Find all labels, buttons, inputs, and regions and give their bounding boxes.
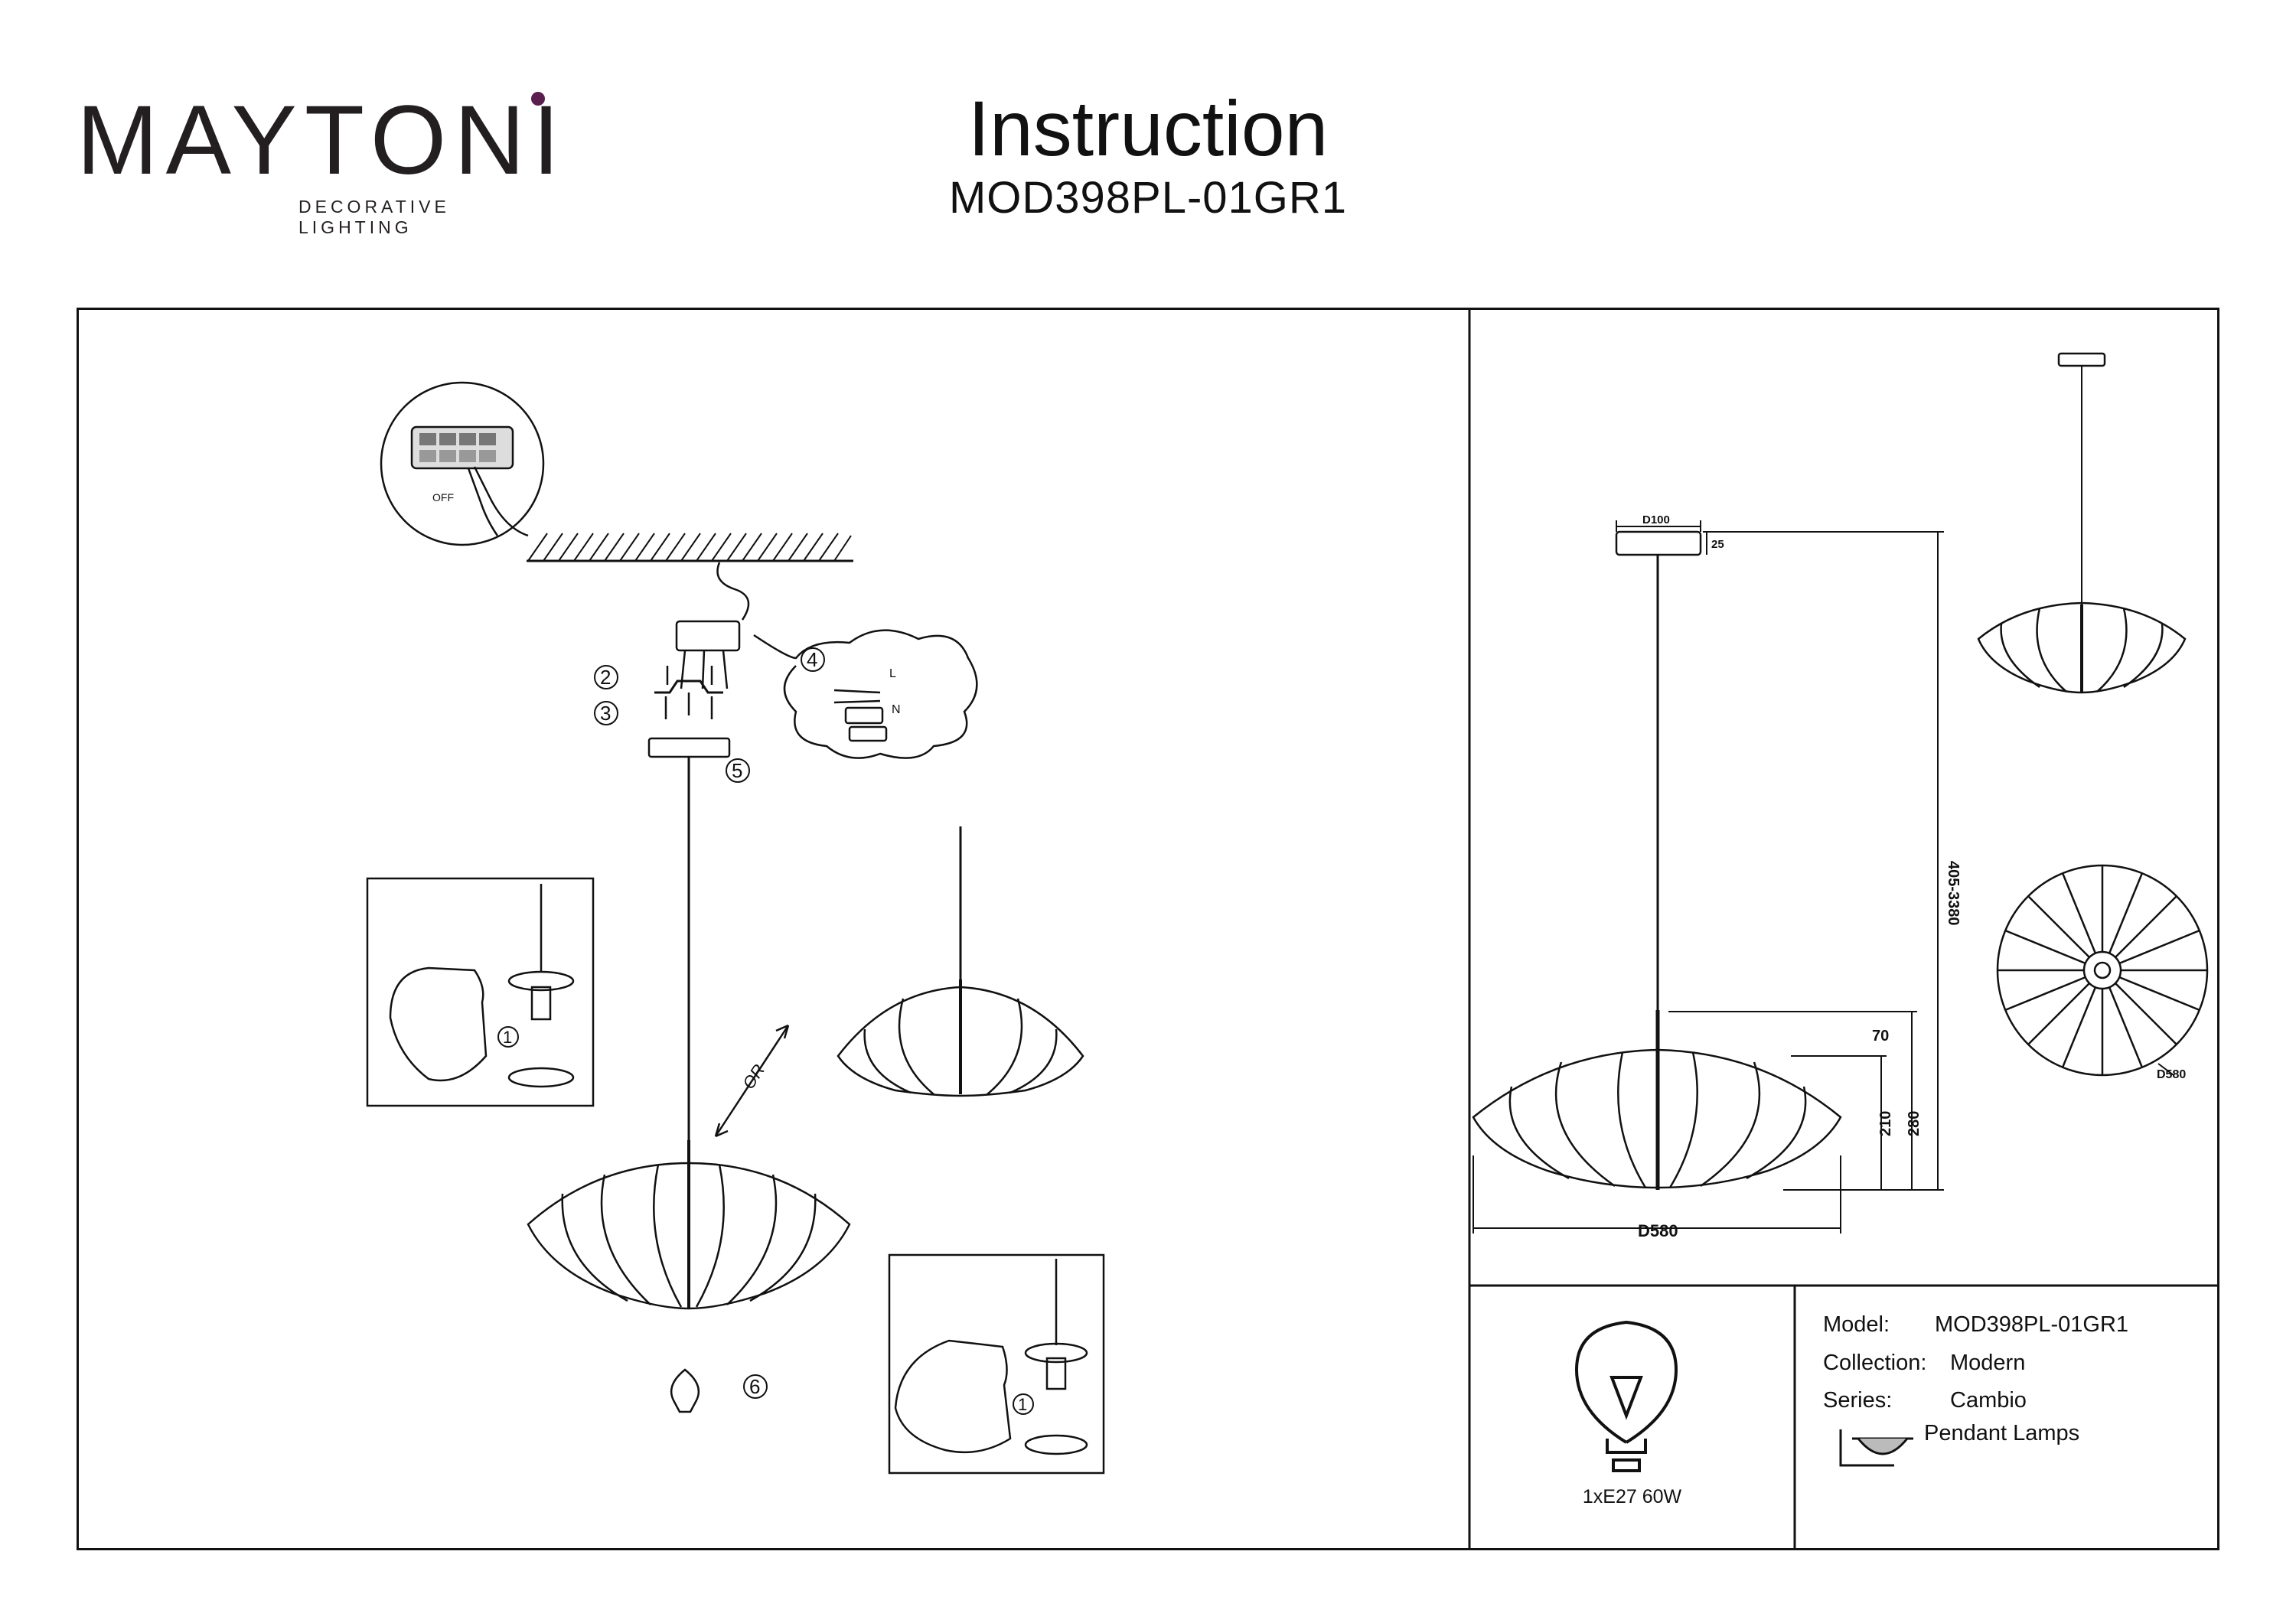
drawing-frame [77, 308, 2219, 1550]
bulb-spec: 1xE27 60W [1582, 1486, 1682, 1507]
series-label: Series: [1823, 1388, 1893, 1413]
pendant-shade-alt [837, 979, 1084, 1097]
ceiling-hatch-lines [527, 533, 852, 562]
lamp-type-value: Pendant Lamps [1924, 1421, 2080, 1445]
brand-tagline: DECORATIVE LIGHTING [298, 197, 450, 237]
switch-off-label: OFF [432, 491, 454, 504]
top-view-circle [1996, 864, 2209, 1077]
canopy [647, 737, 731, 758]
model-code: MOD398PL-01GR1 [948, 173, 1348, 223]
side-view-small [1977, 352, 2187, 694]
series-value: Cambio [1950, 1388, 2027, 1413]
logo-accent-dot [531, 92, 545, 106]
model-label: Model: [1823, 1312, 1890, 1337]
dim-lamp-height: 280 [1906, 1111, 1923, 1136]
dim-total-height: 405-3380 [1945, 861, 1962, 926]
dimension-drawing [1472, 520, 1944, 1234]
pendant-shade-main [527, 1140, 851, 1310]
shade-detail-box-2 [888, 1253, 1105, 1475]
shade-detail-box-1 [366, 877, 595, 1107]
model-value: MOD398PL-01GR1 [1935, 1312, 2129, 1337]
step-1b: 1 [1018, 1395, 1027, 1414]
collection-label: Collection: [1823, 1351, 1927, 1375]
mains-cable [716, 562, 750, 621]
or-arrow [714, 1025, 790, 1137]
wiring-callout [753, 629, 978, 759]
step-5: 5 [732, 759, 742, 782]
dim-shade-height: 210 [1877, 1111, 1894, 1136]
bulb-icon [1574, 1320, 1678, 1472]
brand-logo: MAYTONI DECORATIVE LIGHTING [77, 86, 568, 238]
dim-canopy-height: 25 [1711, 538, 1724, 551]
dim-canopy-diameter: D100 [1642, 513, 1670, 526]
step-6: 6 [749, 1375, 760, 1398]
dim-top-offset: 70 [1872, 1028, 1889, 1045]
dim-shade-diameter: D580 [1638, 1221, 1678, 1240]
bulb-step-icon [670, 1368, 700, 1413]
step-1a: 1 [503, 1028, 512, 1047]
collection-value: Modern [1950, 1351, 2026, 1375]
pendant-type-icon [1839, 1429, 1913, 1467]
mounting-bracket [654, 680, 723, 694]
step-2: 2 [600, 666, 611, 689]
step-4: 4 [807, 648, 817, 671]
wire-neutral-label: N [892, 703, 901, 716]
step-markers: 2 3 4 5 6 1 1 [497, 647, 1034, 1415]
page-title: Instruction [967, 85, 1329, 172]
switch-off-illustration [380, 381, 545, 546]
terminal-block [675, 620, 741, 652]
brand-name: MAYTONI [77, 86, 568, 195]
step-3: 3 [600, 702, 611, 725]
dim-top-view-diameter: D580 [2157, 1068, 2186, 1081]
wire-live-label: L [889, 667, 896, 680]
ceiling-hatch [527, 559, 853, 562]
option-or-label: OR [739, 1061, 768, 1092]
